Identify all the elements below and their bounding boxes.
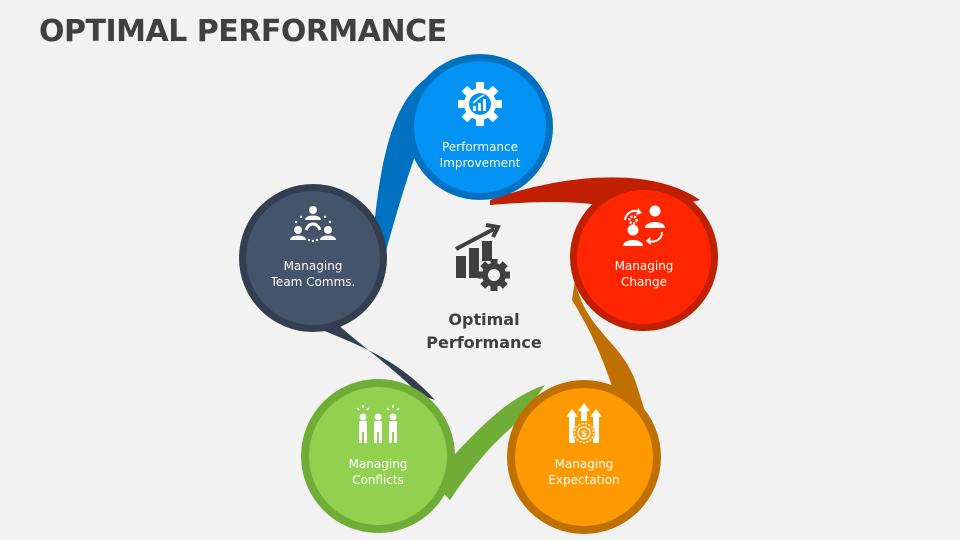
center-label: Optimal Performance [426, 310, 542, 352]
svg-text:$: $ [581, 430, 587, 440]
gear-chart-icon [458, 82, 502, 126]
page-title: OPTIMAL PERFORMANCE [39, 14, 447, 49]
node-circle-managing-conflicts [301, 379, 455, 533]
node-label-managing-change: Managing Change [614, 259, 674, 289]
node-label-managing-team-comms: Managing Team Comms. [270, 259, 356, 289]
node-circle-managing-change [570, 183, 718, 331]
node-label-performance-improvement: Performance Improvement [439, 140, 521, 170]
node-label-managing-conflicts: Managing Conflicts [348, 457, 408, 487]
chart-gear-icon [455, 223, 510, 291]
ribbon-green [430, 385, 545, 500]
people-exchange-icon [623, 205, 665, 246]
node-circle-managing-team-comms [239, 184, 387, 332]
node-label-managing-expectation: Managing Expectation [548, 457, 620, 487]
arrows-up-dollar-icon: $ [566, 403, 602, 444]
ribbon-slate [300, 320, 435, 400]
node-circle-performance-improvement [407, 54, 553, 200]
node-circle-managing-expectation [507, 380, 661, 534]
arguing-people-icon [356, 405, 400, 443]
team-communication-icon [290, 206, 336, 243]
